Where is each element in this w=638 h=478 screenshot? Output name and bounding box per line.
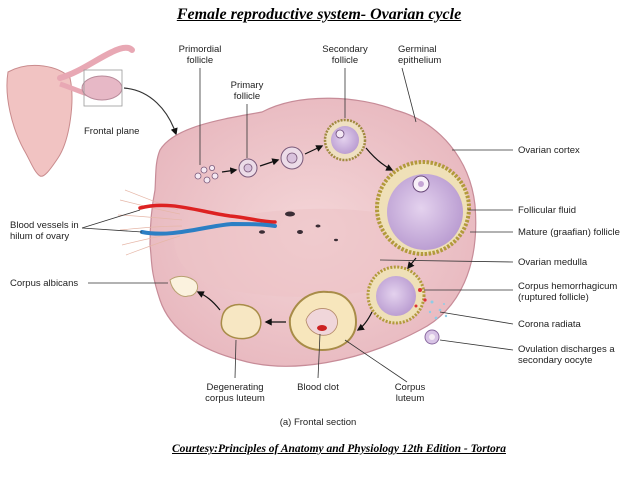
frontal-plane-arrow <box>123 87 178 136</box>
label-ovarian-cortex: Ovarian cortex <box>518 145 580 156</box>
label-blood-clot: Blood clot <box>297 382 339 393</box>
ovarian-medulla-region <box>174 208 430 297</box>
secondary-antrum <box>331 126 359 154</box>
vein-blue <box>140 221 277 236</box>
secondary-oocyte-dot <box>335 129 345 139</box>
inset-ovary <box>81 75 123 101</box>
label-frontal-plane: Frontal plane <box>84 126 139 137</box>
hilum-fibers <box>117 189 183 256</box>
label-follicular-fluid: Follicular fluid <box>518 205 576 216</box>
progression-arrows <box>196 145 417 331</box>
label-corpus-albicans: Corpus albicans <box>10 278 78 289</box>
mature-oocyte-nucleus <box>418 181 424 187</box>
label-mature-follicle: Mature (graafian) follicle <box>518 227 620 238</box>
ovulated-oocyte-nucleus <box>429 334 435 340</box>
corpus-albicans <box>169 275 199 297</box>
primordial-follicles <box>194 164 219 184</box>
ovulation-spray <box>428 300 448 320</box>
growing-oocyte <box>286 152 298 164</box>
label-corona-radiata: Corona radiata <box>518 319 582 330</box>
primary-oocyte <box>243 163 253 173</box>
blood-clot <box>317 325 327 331</box>
follicular-fluid <box>387 174 463 250</box>
leader-lines <box>81 67 514 383</box>
corpus-luteum-center <box>305 308 338 336</box>
corpus-hemorrhagicum-core <box>376 276 416 316</box>
source-credit: Courtesy:Principles of Anatomy and Physi… <box>172 443 506 455</box>
rupture-blood <box>414 288 427 308</box>
degenerating-corpus-luteum-shape <box>220 303 262 340</box>
frontal-plane-box <box>83 69 123 107</box>
uterus-inset-illustration <box>6 44 178 177</box>
artery-red <box>138 203 277 224</box>
figure-caption: (a) Frontal section <box>280 417 357 428</box>
label-ovarian-medulla: Ovarian medulla <box>518 257 588 268</box>
vessel-fragments <box>259 211 338 242</box>
label-corpus-hemorrhagicum: Corpus hemorrhagicum(ruptured follicle) <box>518 281 617 303</box>
page-title: Female reproductive system- Ovarian cycl… <box>176 6 462 23</box>
